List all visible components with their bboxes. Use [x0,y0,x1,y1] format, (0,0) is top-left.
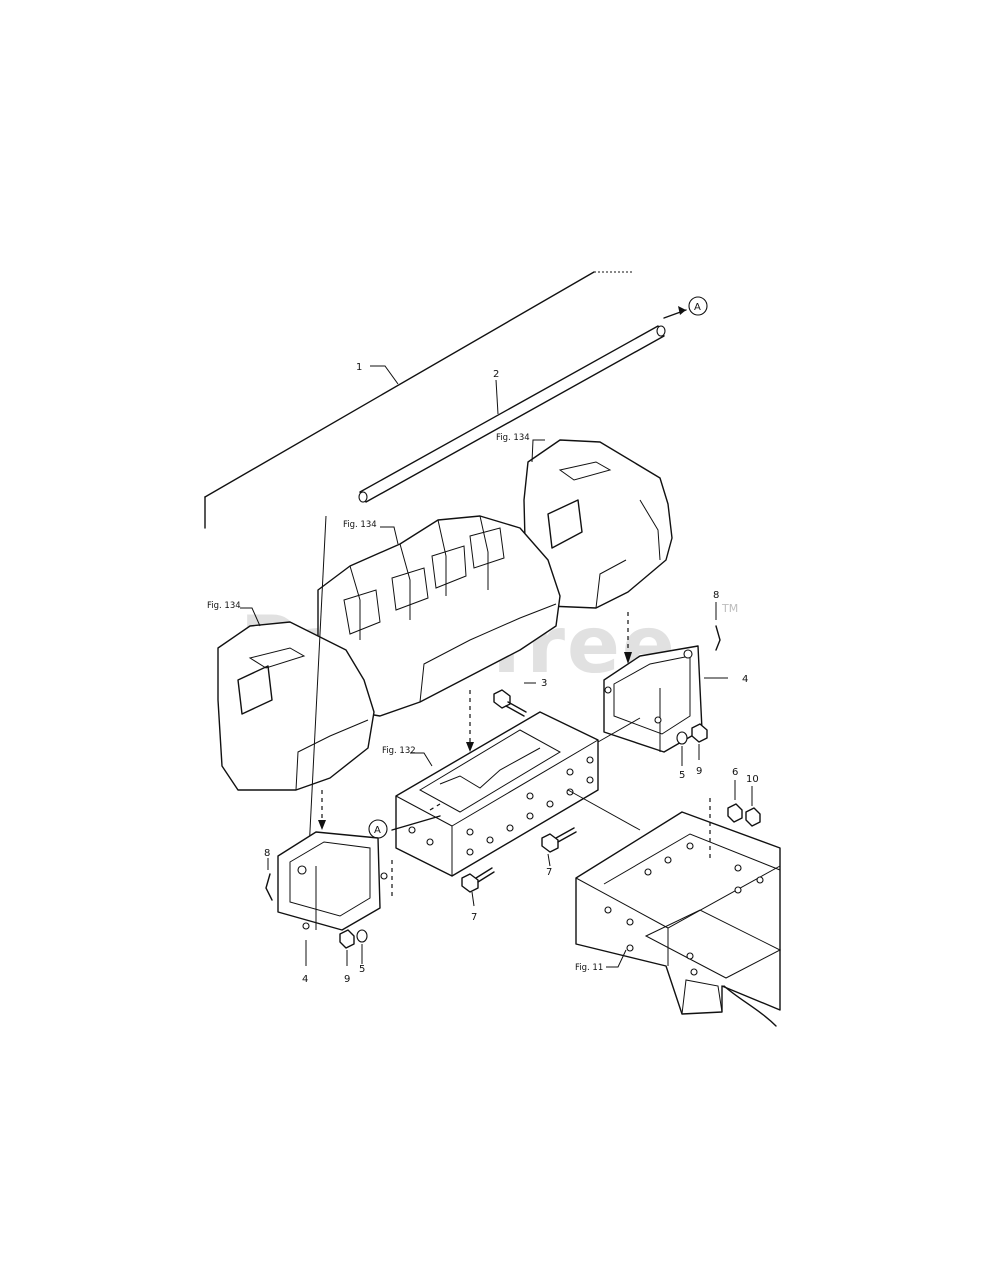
leader-2 [495,379,499,415]
part-10-nut [745,807,761,827]
callout-7-b: 7 [471,912,477,923]
part-8-clip-right [715,625,721,651]
part-7-bolt-a [541,827,577,853]
part-4-holder-right [603,645,703,753]
part-7-bolt-b [461,867,495,893]
arrow-middle-weight [466,742,474,752]
weight-fig134-left [217,621,375,791]
arrow-left-weight [318,820,326,830]
part-5-washer-right [676,731,688,745]
figref-fig134-left: Fig. 134 [207,601,241,611]
guide-right-holder [597,717,641,743]
callout-8-left: 8 [264,848,270,859]
leader-fig134-top [531,439,545,463]
connector-a-bottom-label: A [374,825,381,836]
part-1-rod [204,271,632,529]
figref-fig11: Fig. 11 [575,963,603,973]
figref-fig132: Fig. 132 [382,746,416,756]
leader-fig134-left [240,607,261,627]
leader-7-b [471,891,475,907]
watermark-trademark: TM [721,602,738,615]
part-5-washer-left [356,929,368,943]
frame-fig11 [575,798,782,1027]
part-6-washer [727,803,743,823]
callout-5-left: 5 [359,964,365,975]
bracket-fig132 [395,711,599,877]
connector-a-top-label: A [694,302,701,313]
leader-fig11 [606,949,627,968]
leader-fig134-middle [380,526,399,545]
part-2-shaft [358,325,666,503]
callout-4-right: 4 [742,674,748,685]
callout-9-left: 9 [344,974,350,985]
part-3-bolt [493,689,527,717]
callout-10: 10 [746,774,759,785]
part-4-holder-left [277,831,393,931]
callout-5-right: 5 [679,770,685,781]
callout-9-right: 9 [696,766,702,777]
callout-7-a: 7 [546,867,552,878]
callout-6: 6 [732,767,738,778]
leader-7-a [547,853,551,867]
figref-fig134-top: Fig. 134 [496,433,530,443]
figref-fig134-middle: Fig. 134 [343,520,377,530]
arrow-top-weight [624,652,632,664]
part-8-clip-left [265,873,273,901]
weight-fig134-top [523,439,673,609]
callout-8-right: 8 [713,590,719,601]
callout-1: 1 [356,362,362,373]
leader-1 [370,365,399,385]
leader-fig132 [410,752,433,767]
callout-3: 3 [541,678,547,689]
part-9-nut-right [691,723,708,743]
callout-4-left: 4 [302,974,308,985]
callout-2: 2 [493,369,499,380]
connector-a-top: A [663,296,708,319]
connector-a-bottom: A [368,815,441,839]
part-9-nut-left [339,929,355,949]
guide-frame [567,789,641,831]
guide-line-rod [307,515,327,871]
